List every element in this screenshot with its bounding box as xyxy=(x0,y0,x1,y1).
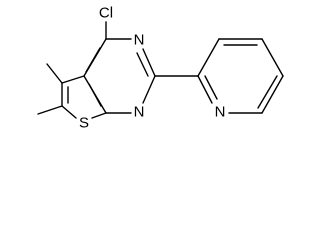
bond-py-c2-c3 xyxy=(197,38,220,77)
atom-label-n-bottom: N xyxy=(134,104,145,121)
atom-label-n-pyridine: N xyxy=(215,104,226,121)
atom-label-cl: Cl xyxy=(99,5,113,22)
bond-s-c7a xyxy=(91,112,107,119)
bond-n3-c2 xyxy=(142,48,156,77)
bonds xyxy=(37,21,284,119)
atom-label-n-top: N xyxy=(134,32,145,49)
bond-py-n-c2 xyxy=(197,75,213,104)
bond-c6-s xyxy=(61,105,77,119)
bond-c2-n1 xyxy=(142,75,156,104)
bond-py-n-c2-inner xyxy=(204,75,218,100)
bond-c7a-c4a-thio xyxy=(88,83,102,107)
bond-n3-c2-inner xyxy=(136,52,149,77)
atom-labels: Cl N N S N xyxy=(79,5,225,132)
chemical-structure: Cl N N S N xyxy=(37,5,284,132)
atom-label-s: S xyxy=(79,115,89,132)
bond-py-c5-c6 xyxy=(261,75,284,114)
bond-c4-c4a-inner xyxy=(85,47,101,73)
bond-c6-methyl xyxy=(37,105,63,115)
bond-py-c4-c5 xyxy=(261,38,284,77)
bond-c4a-c5 xyxy=(61,75,85,84)
bond-py-c5-c6-inner xyxy=(257,75,278,109)
bond-c5-methyl xyxy=(46,63,63,84)
